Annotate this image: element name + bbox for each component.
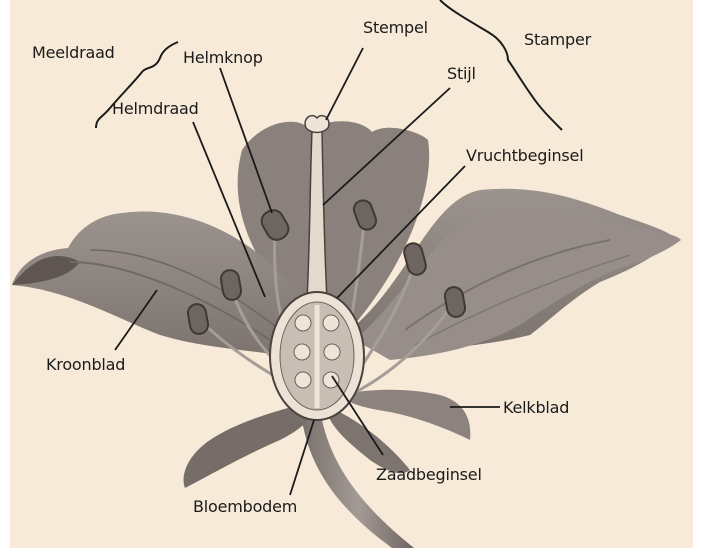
label-kroonblad: Kroonblad [46,355,125,374]
label-helmdraad: Helmdraad [112,99,199,118]
label-bloembodem: Bloembodem [193,497,297,516]
leader-stempel [326,48,363,120]
flower-illustration [10,0,693,548]
label-stempel: Stempel [363,18,428,37]
label-kelkblad: Kelkblad [503,398,569,417]
label-vruchtbeginsel: Vruchtbeginsel [466,146,583,165]
label-zaadbeginsel: Zaadbeginsel [376,465,482,484]
label-meeldraad: Meeldraad [32,43,115,62]
stempel [305,116,329,133]
label-stijl: Stijl [447,64,476,83]
flower-diagram: Meeldraad Helmknop Helmdraad Stempel Sti… [10,0,693,548]
label-helmknop: Helmknop [183,48,263,67]
label-stamper: Stamper [524,30,591,49]
